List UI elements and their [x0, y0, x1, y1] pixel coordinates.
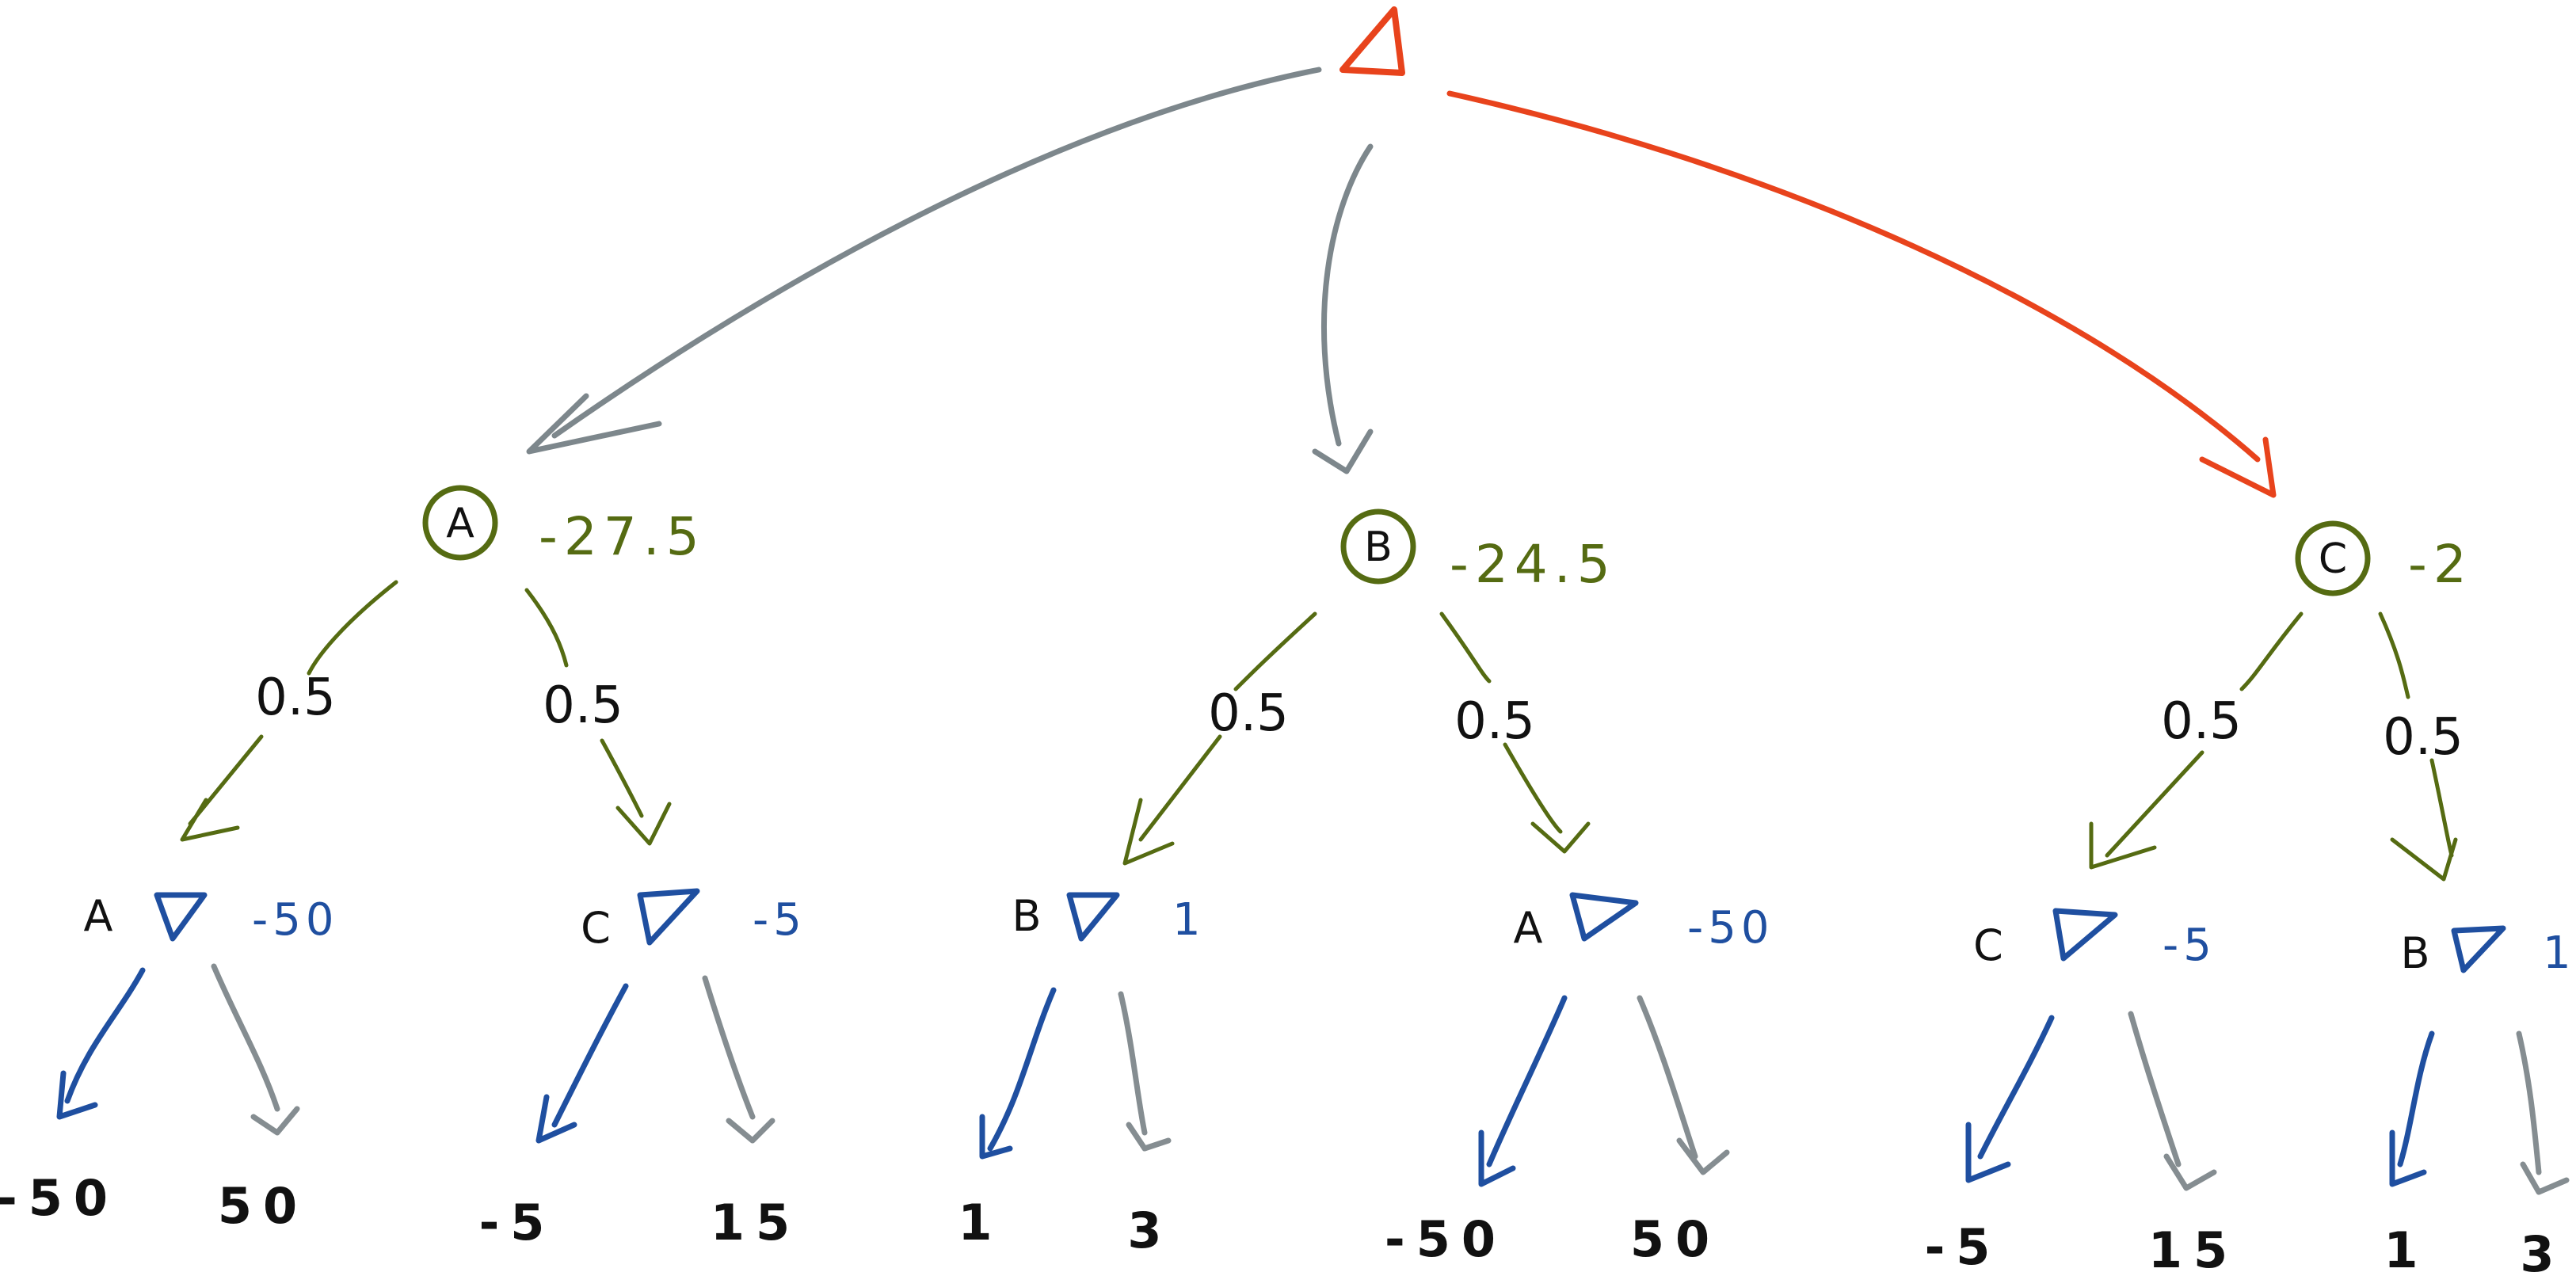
min-node: B 1: [2400, 925, 2576, 979]
min-node: C -5: [1973, 908, 2216, 971]
leaf-value: 50: [1630, 1210, 1721, 1268]
min-node-label: A: [84, 891, 113, 941]
chance-edges: [180, 580, 2458, 882]
chance-node-b: B -24.5: [1340, 508, 1617, 595]
chance-node-label: A: [446, 500, 474, 547]
min-node-value: -50: [252, 894, 338, 946]
root-edge-to-a: [526, 67, 1322, 455]
probability-label: 0.5: [2161, 692, 2242, 751]
min-node: B 1: [1012, 891, 1206, 946]
chance-node-value: -2: [2408, 534, 2473, 595]
min-node-label: C: [581, 903, 611, 953]
min-node-triangle-icon: [2052, 908, 2118, 962]
leaf-value: -50: [0, 1169, 119, 1227]
leaf-value: 15: [711, 1194, 801, 1251]
min-node: A -50: [1514, 892, 1774, 954]
leaf-value: -5: [1925, 1218, 2002, 1276]
min-node-value: -5: [2163, 920, 2216, 971]
min-node-label: A: [1514, 903, 1543, 953]
chance-node-label: B: [1364, 524, 1393, 571]
chance-node-value: -27.5: [539, 506, 706, 567]
min-node-triangle-icon: [2451, 925, 2506, 973]
min-node: C -5: [581, 888, 806, 953]
chance-node-label: C: [2319, 535, 2347, 583]
leaf-value: -5: [479, 1194, 556, 1251]
leaf-value: 1: [2384, 1221, 2429, 1276]
probability-label: 0.5: [2383, 708, 2464, 767]
min-node-triangle-icon: [1569, 892, 1639, 942]
min-node-value: -5: [753, 894, 806, 946]
leaf-value: 15: [2148, 1221, 2239, 1276]
max-node-triangle-icon: [1339, 6, 1405, 76]
chance-node-value: -24.5: [1450, 534, 1617, 595]
min-node-value: 1: [2543, 927, 2576, 979]
min-edges: [56, 963, 2570, 1195]
min-node: A -50: [84, 891, 338, 946]
min-node-triangle-icon: [154, 892, 208, 942]
min-node-value: 1: [1172, 894, 1206, 946]
min-node-value: -50: [1687, 902, 1774, 954]
leaf-value: -50: [1385, 1210, 1507, 1268]
chance-node-a: A -27.5: [422, 485, 706, 567]
leaf-value: 50: [218, 1177, 308, 1235]
leaf-value: 1: [958, 1194, 1003, 1251]
root-edge-to-c-chosen: [1446, 90, 2277, 498]
min-node-label: B: [1012, 891, 1041, 941]
leaf-value: 3: [2520, 1225, 2565, 1276]
root-edge-to-b: [1312, 143, 1374, 474]
probability-label: 0.5: [543, 676, 623, 735]
probability-label: 0.5: [1208, 684, 1289, 743]
leaf-value: 3: [1127, 1202, 1172, 1259]
min-node-label: C: [1973, 920, 2003, 970]
min-node-triangle-icon: [1066, 892, 1120, 942]
min-node-label: B: [2400, 928, 2429, 978]
chance-node-c: C -2: [2295, 520, 2473, 596]
min-node-triangle-icon: [637, 888, 700, 946]
probability-label: 0.5: [255, 668, 336, 727]
probability-label: 0.5: [1454, 692, 1535, 751]
